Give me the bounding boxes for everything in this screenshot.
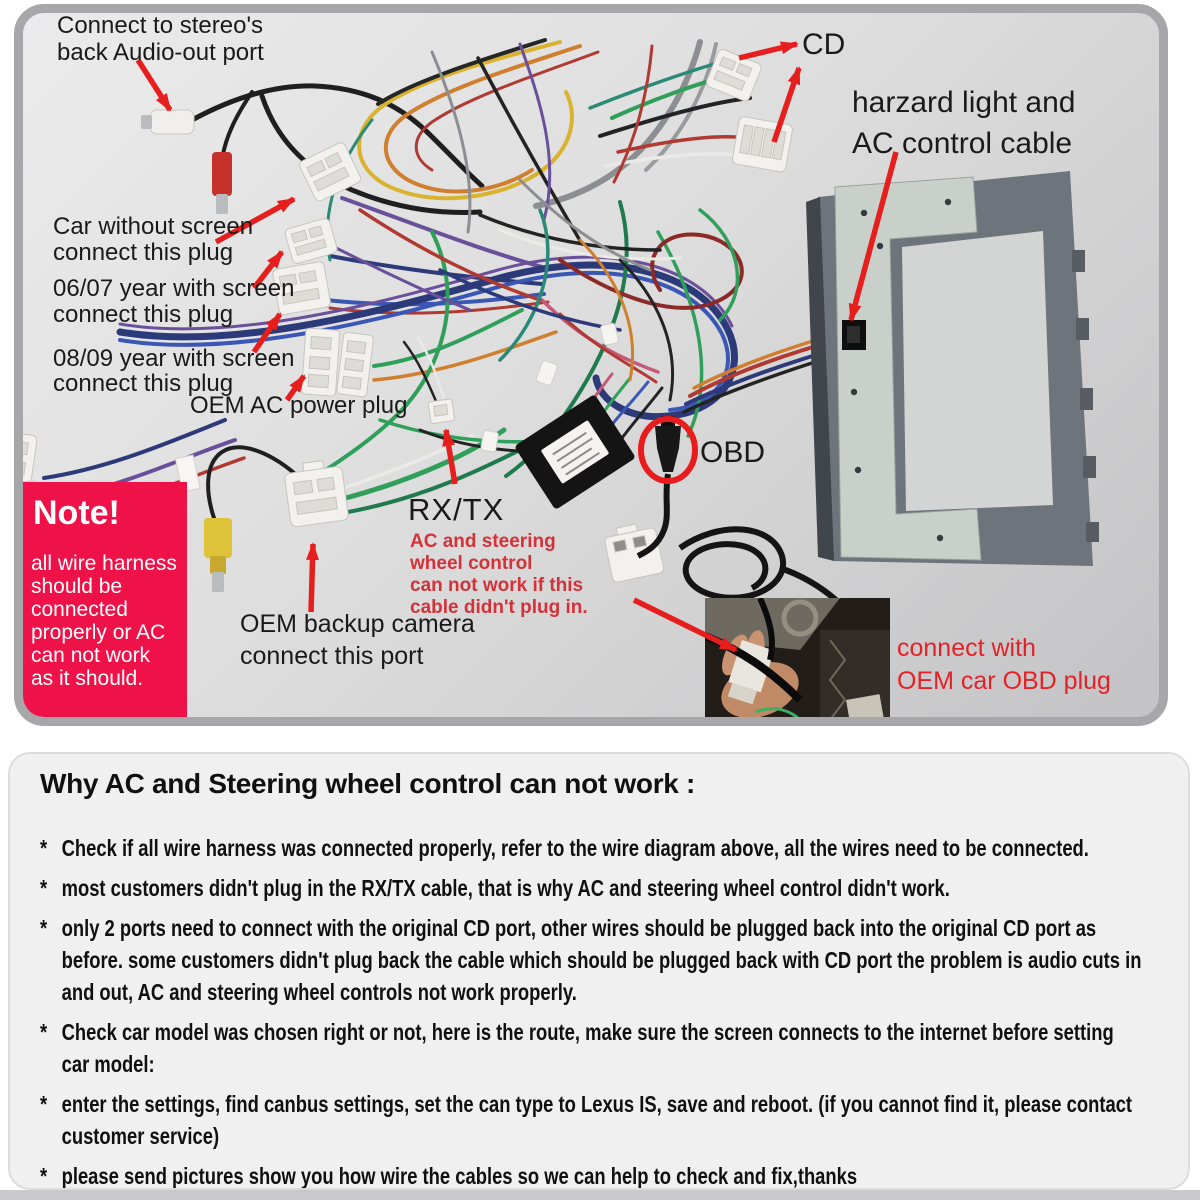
note-title: Note! (33, 494, 120, 532)
bullet-star: * (40, 1163, 48, 1189)
label-rxtx: RX/TX (408, 492, 505, 527)
cable-ties (480, 322, 619, 453)
bullet-text: please send pictures show you how wire t… (61, 1163, 858, 1189)
troubleshooting-bullet: * Check if all wire harness was connecte… (40, 832, 1144, 864)
troubleshooting-list: * Check if all wire harness was connecte… (40, 832, 1144, 1189)
label-hazard: harzard light and AC control cable (852, 86, 1076, 160)
bullet-star: * (40, 875, 48, 901)
bullet-star: * (40, 1019, 48, 1045)
obd-connector (636, 416, 838, 603)
label-rxtx-warning: AC and steering wheel control can not wo… (410, 531, 588, 618)
harness-graphic (23, 38, 1099, 717)
label-audio-out: Connect to stereo's back Audio-out port (57, 12, 264, 66)
bullet-text: Check if all wire harness was connected … (61, 835, 1089, 861)
obd-highlight-circle (638, 416, 698, 484)
label-0607: 06/07 year with screen connect this plug (53, 275, 295, 328)
radio-fascia (806, 171, 1099, 566)
label-obd: OBD (700, 436, 766, 469)
label-car-without-screen: Car without screen connect this plug (53, 213, 254, 266)
troubleshooting-bullet: * only 2 ports need to connect with the … (40, 912, 1144, 1008)
troubleshooting-bullet: * please send pictures show you how wire… (40, 1160, 1144, 1189)
bottom-band (0, 1190, 1200, 1200)
label-backup-camera: OEM backup camera connect this port (240, 610, 475, 670)
troubleshooting-title: Why AC and Steering wheel control can no… (40, 768, 696, 799)
label-obd-plug: connect with OEM car OBD plug (897, 634, 1111, 695)
bullet-star: * (40, 1091, 48, 1117)
note-box: Note! all wire harness should be connect… (23, 482, 187, 717)
note-body: all wire harness should be connected pro… (31, 552, 177, 690)
annotation-arrows (135, 41, 899, 653)
canbus-box (515, 395, 635, 509)
bullet-text: most customers didn't plug in the RX/TX … (61, 875, 950, 901)
label-cd: CD (802, 28, 846, 61)
harness-photo-panel: Connect to stereo's back Audio-out port … (14, 4, 1168, 726)
troubleshooting-bullet: * Check car model was chosen right or no… (40, 1016, 1144, 1080)
obd-photo-inset (705, 598, 890, 717)
rca-connectors (141, 109, 232, 592)
bullet-star: * (40, 835, 48, 861)
label-oem-ac: OEM AC power plug (190, 392, 408, 419)
bullet-text: enter the settings, find canbus settings… (61, 1091, 1133, 1149)
troubleshooting-bullet: * most customers didn't plug in the RX/T… (40, 872, 1144, 904)
troubleshooting-bullet: * enter the settings, find canbus settin… (40, 1088, 1144, 1152)
bullet-star: * (40, 915, 48, 941)
bullet-text: only 2 ports need to connect with the or… (61, 915, 1142, 1005)
troubleshooting-panel: Why AC and Steering wheel control can no… (8, 752, 1190, 1190)
label-0809: 08/09 year with screen connect this plug (53, 345, 295, 397)
bullet-text: Check car model was chosen right or not,… (61, 1019, 1114, 1077)
